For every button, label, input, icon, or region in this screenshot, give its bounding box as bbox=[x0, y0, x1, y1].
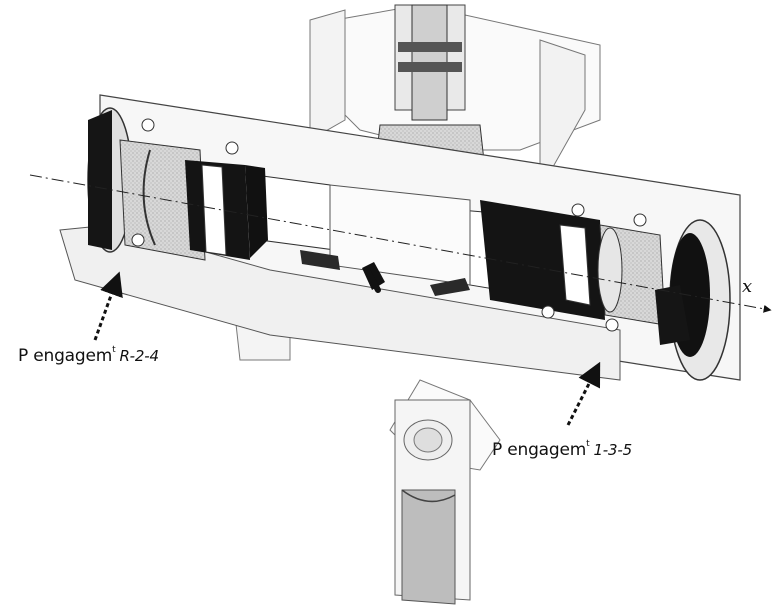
left-synchronizer bbox=[119, 118, 336, 261]
callout-right-gears: 1-3-5 bbox=[593, 441, 632, 459]
callout-arrow-left bbox=[93, 271, 123, 341]
axis-label: x bbox=[742, 276, 753, 297]
right-synchronizer bbox=[459, 200, 690, 345]
central-shaft bbox=[300, 184, 471, 296]
callout-left-mark: t bbox=[112, 345, 116, 356]
axis-centerline bbox=[29, 174, 772, 313]
callout-left-text: P engagem bbox=[18, 346, 113, 366]
callout-right-mark: t bbox=[586, 439, 590, 450]
callout-right-text: P engagem bbox=[492, 440, 587, 460]
output-shaft bbox=[394, 399, 471, 605]
callout-left-gears: R-2-4 bbox=[119, 347, 159, 365]
